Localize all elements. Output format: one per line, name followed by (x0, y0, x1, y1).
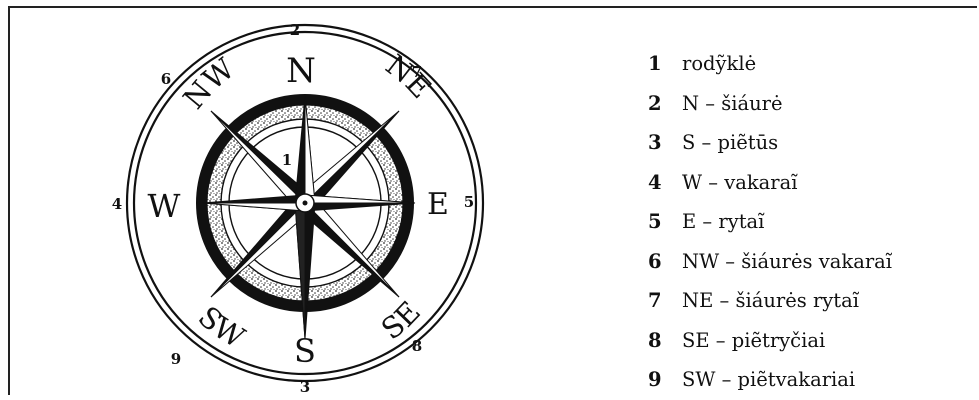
dir-e-label: E (427, 187, 449, 222)
legend-item-number: 9 (648, 368, 678, 391)
dir-ne-label-path: NE (380, 48, 438, 105)
legend-item-text: NW – šiáurės vakaraĩ (678, 250, 892, 273)
legend-item-number: 6 (648, 250, 678, 273)
callout-number-5: 5 (464, 193, 474, 211)
center-pin (303, 201, 308, 206)
dir-nw-label-path: NW (176, 51, 241, 115)
legend-item-text: S – piẽtūs (678, 131, 778, 154)
legend-item-number: 4 (648, 171, 678, 194)
callout-number-1: 1 (282, 151, 292, 169)
callout-number-9: 9 (171, 350, 181, 368)
callout-number-8: 8 (412, 337, 422, 355)
legend-item-text: NE – šiáurės rytaĩ (678, 289, 859, 312)
legend-item-number: 7 (648, 289, 678, 312)
callout-number-2: 2 (290, 21, 300, 39)
dir-n-label: N (286, 51, 316, 91)
top-border-line (8, 6, 977, 8)
legend-item-text: rodỹklė (678, 52, 756, 75)
legend-item-number: 8 (648, 329, 678, 352)
callout-number-4: 4 (112, 195, 122, 213)
dir-s-label: S (294, 332, 316, 370)
legend-item-text: SE – piẽtryčiai (678, 329, 825, 352)
legend-item-number: 3 (648, 131, 678, 154)
callout-number-6: 6 (161, 70, 171, 88)
legend-item-text: E – rytaĩ (678, 210, 764, 233)
legend-item-text: N – šiáurė (678, 92, 783, 115)
callout-number-7: 7 (412, 63, 422, 81)
legend-item-number: 2 (648, 92, 678, 115)
dir-ne-label: NE (380, 48, 438, 105)
legend-item-number: 1 (648, 52, 678, 75)
legend-item-number: 5 (648, 210, 678, 233)
left-border-line (8, 6, 10, 395)
legend-item-text: W – vakaraĩ (678, 171, 797, 194)
dir-nw-label: NW (176, 51, 241, 115)
callout-number-3: 3 (300, 378, 310, 395)
legend-item-text: SW – piẽtvakariai (678, 368, 855, 391)
compass-rose-diagram: N S W E NW NE SW SE 2 3 4 5 6 7 8 9 1 (95, 14, 525, 395)
dir-w-label: W (148, 187, 181, 225)
